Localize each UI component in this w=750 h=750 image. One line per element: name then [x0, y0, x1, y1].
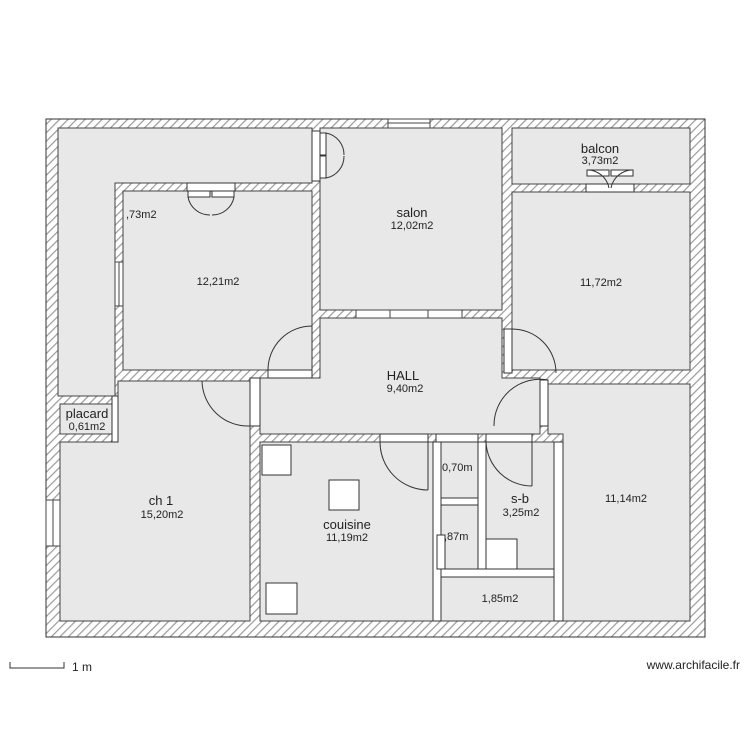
bedroom-left-floor: [122, 190, 313, 371]
placard-name: placard: [66, 406, 109, 421]
bedroom-left-area: 12,21m2: [197, 276, 240, 288]
hall-name: HALL: [387, 368, 420, 383]
salon-floor: [319, 127, 503, 311]
scale-bar: 1 m: [9, 660, 92, 674]
cuisine-name: couisine: [323, 517, 371, 532]
ch1-name: ch 1: [149, 493, 174, 508]
wc-top-area: 0,70m: [442, 462, 473, 474]
salon-area: 12,02m2: [391, 220, 434, 232]
corridor-floor: [57, 127, 313, 397]
room-floors: [57, 127, 691, 622]
cuisine-fixture-2: [328, 479, 360, 511]
watermark: www.archifacile.fr: [646, 658, 740, 672]
bedroom-right-top-area: 11,72m2: [580, 277, 622, 289]
fixtures: [261, 444, 518, 615]
scale-label: 1 m: [72, 660, 92, 674]
windows: [45, 118, 463, 547]
salon-name: salon: [396, 205, 427, 220]
wc-mid-area: ,87m: [444, 531, 468, 543]
balcon-area: 3,73m2: [582, 155, 619, 167]
cuisine-area: 11,19m2: [326, 532, 368, 544]
cuisine-fixture-3: [265, 582, 298, 615]
window-salon-hall: [355, 309, 463, 319]
cuisine-fixture-1: [261, 444, 292, 476]
doors: [111, 130, 635, 622]
balcon-name: balcon: [581, 141, 619, 156]
hall-area: 9,40m2: [387, 383, 424, 395]
bedroom-right-bottom-area: 11,14m2: [605, 493, 647, 505]
room-labels: ,73m2 12,21m2 salon 12,02m2 balcon 3,73m…: [66, 141, 647, 605]
sdb-fixture: [485, 538, 518, 570]
ch1-area: 15,20m2: [141, 509, 184, 521]
corridor-area: ,73m2: [126, 209, 157, 221]
sdb-area: 3,25m2: [503, 507, 540, 519]
storage-area: 1,85m2: [482, 593, 519, 605]
sdb-name: s-b: [511, 491, 529, 506]
storage-floor: [440, 576, 555, 622]
placard-area: 0,61m2: [69, 421, 106, 433]
